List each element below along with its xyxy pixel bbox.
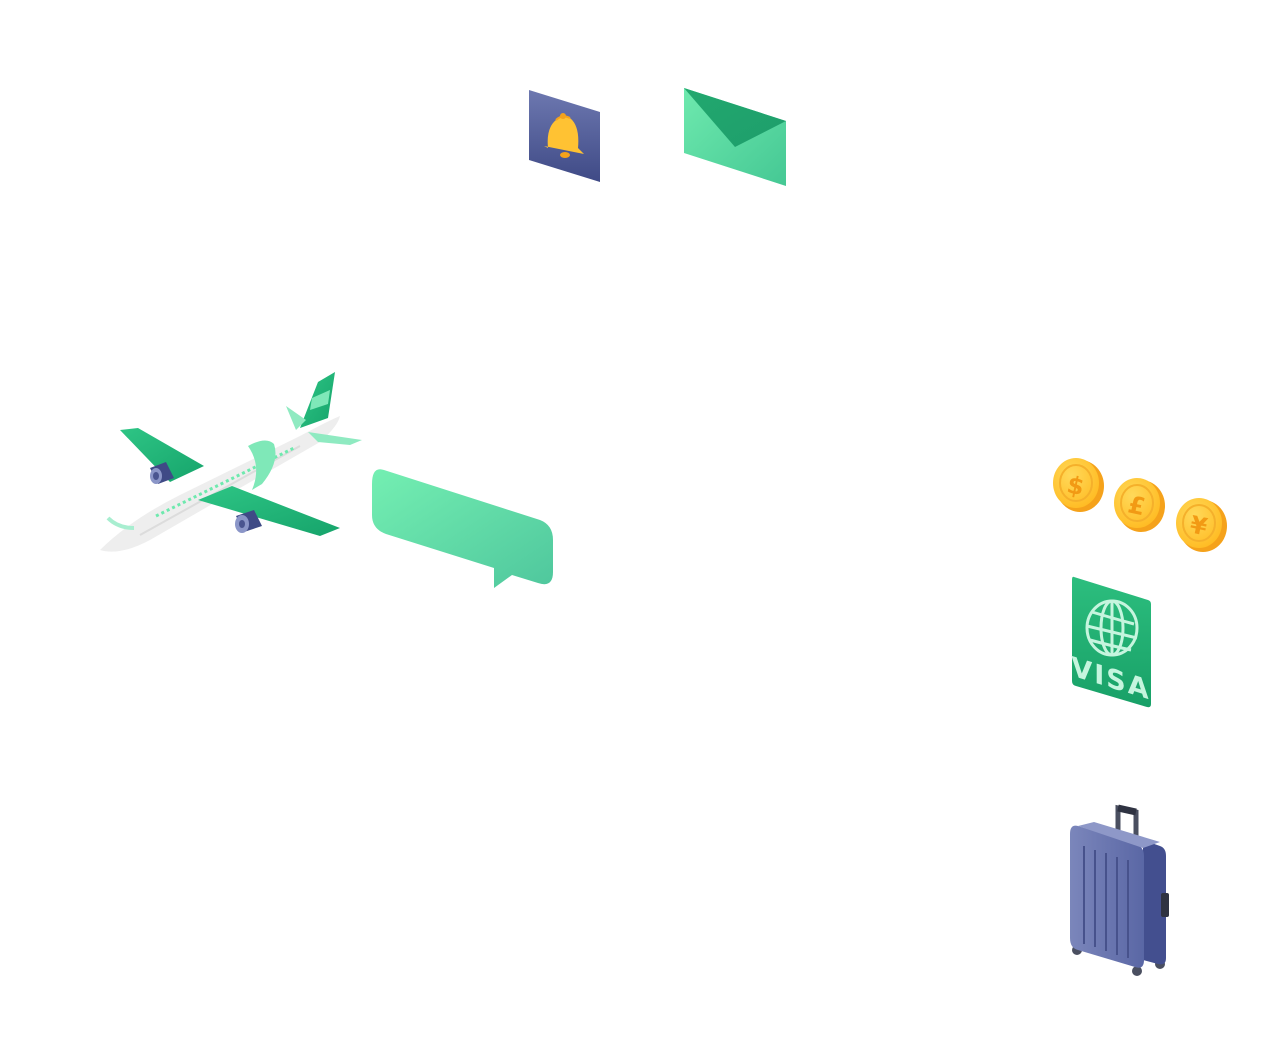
visa-passport-icon: VISA	[1071, 576, 1151, 708]
dollar-coin-symbol: $	[1065, 471, 1087, 502]
pound-coin-symbol: £	[1126, 491, 1148, 522]
dollar-coin-icon	[1053, 458, 1104, 512]
speech-bubble-icon	[372, 469, 553, 588]
globe-icon	[1085, 599, 1139, 657]
coins-group: $ £ ¥	[1053, 458, 1227, 552]
airplane-icon	[100, 372, 362, 552]
envelope-icon	[684, 88, 786, 186]
bell-icon	[529, 90, 600, 182]
yen-coin-symbol: ¥	[1188, 511, 1210, 542]
yen-coin-icon	[1176, 498, 1227, 552]
pound-coin-icon	[1114, 478, 1165, 532]
suitcase-icon	[1070, 804, 1169, 976]
